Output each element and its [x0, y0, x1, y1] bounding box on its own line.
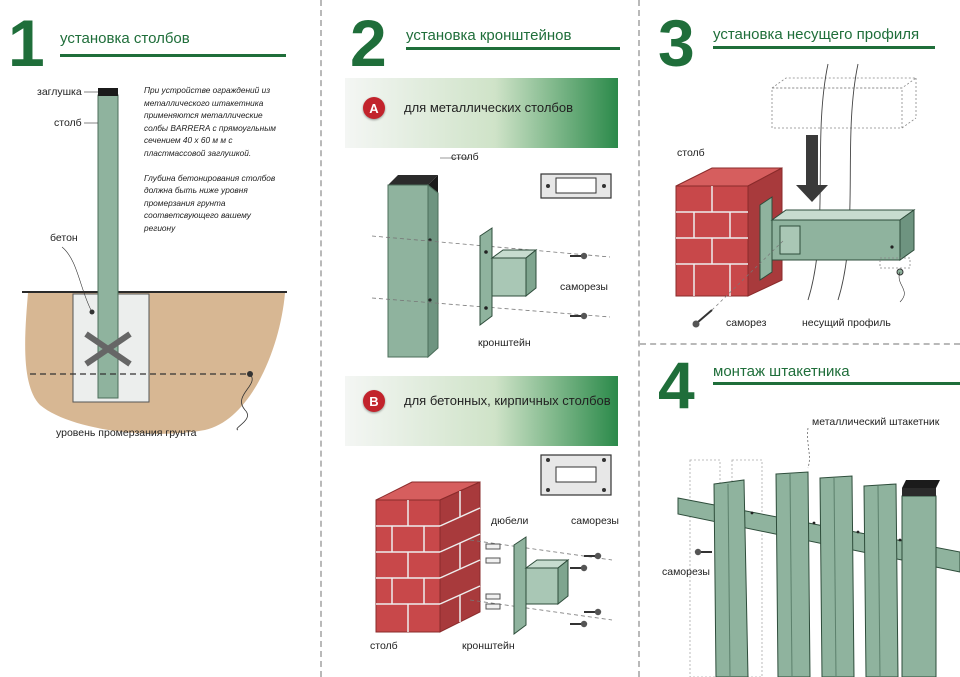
- badge-a: A: [363, 97, 385, 119]
- divider-2-3: [638, 0, 640, 677]
- bracket-a-topview: [540, 173, 612, 199]
- b-bracket-label: кронштейн: [462, 640, 515, 652]
- screw-b-1: [584, 552, 602, 560]
- section-1-rule: [60, 54, 286, 57]
- post-label: столб: [54, 117, 82, 129]
- s3-post-label: столб: [677, 147, 705, 159]
- section-3-number: 3: [658, 6, 695, 80]
- section-2-rule: [406, 47, 620, 50]
- section-4-title: монтаж штакетника: [713, 363, 850, 380]
- bracket-a: [479, 227, 538, 326]
- divider-3-4: [640, 343, 960, 345]
- metal-post-a: [387, 175, 439, 359]
- cap-label: заглушка: [37, 86, 82, 98]
- post-cap: [98, 88, 118, 96]
- band-b-title: для бетонных, кирпичных столбов: [404, 393, 611, 408]
- screw-b-3: [584, 608, 602, 616]
- b-screws-label: саморезы: [571, 515, 619, 527]
- s3-profile-label: несущий профиль: [802, 317, 891, 329]
- band-a: [345, 78, 618, 148]
- section-4-number: 4: [658, 348, 695, 422]
- section-2-number: 2: [350, 6, 387, 80]
- b-post-label: столб: [370, 640, 398, 652]
- screw-b-2: [570, 564, 588, 572]
- a-screws-label: саморезы: [560, 281, 608, 293]
- badge-b: B: [363, 390, 385, 412]
- concrete-label: бетон: [50, 232, 78, 244]
- note-paragraph-2: Глубина бетонирования столбов должна быт…: [144, 172, 276, 233]
- screw-a-2: [570, 312, 588, 320]
- dowel-b-2: [485, 557, 501, 564]
- section-1-illustration: [22, 88, 287, 434]
- dowel-b-3: [485, 603, 501, 610]
- dowel-b-1: [485, 543, 501, 550]
- fence-post-s4: [901, 480, 940, 677]
- brick-pillar-s3: [675, 167, 783, 297]
- band-a-title: для металлических столбов: [404, 100, 574, 115]
- screw-s4: [694, 548, 712, 556]
- brick-pillar-b: [375, 481, 481, 633]
- section-3-rule: [713, 46, 935, 49]
- section-4-rule: [713, 382, 960, 385]
- dowel-b-4: [485, 593, 501, 600]
- bracket-b: [513, 536, 570, 635]
- divider-1-2: [320, 0, 322, 677]
- section-1-title: установка столбов: [60, 30, 190, 47]
- s3-screw-label: саморез: [726, 317, 767, 329]
- s4-picket-label: металлический штакетник: [812, 416, 940, 428]
- screw-b-4: [570, 620, 588, 628]
- a-post-label: столб: [451, 151, 479, 163]
- picket-3: [819, 475, 855, 677]
- down-arrow: [796, 135, 828, 202]
- band-b: [345, 376, 618, 446]
- screw-s3: [692, 309, 713, 328]
- screw-a-1: [570, 252, 588, 260]
- section-1-number: 1: [8, 6, 45, 80]
- carrier-profile: [770, 209, 916, 261]
- s4-screws-label: саморезы: [662, 566, 710, 578]
- bracket-b-topview: [540, 454, 612, 496]
- section-3-title: установка несущего профиля: [713, 26, 920, 43]
- picket-4: [863, 483, 899, 677]
- section-2-title: установка кронштейнов: [406, 27, 572, 44]
- note-paragraph-1: При устройстве ограждений из металлическ…: [144, 85, 276, 158]
- b-dowels-label: дюбели: [491, 515, 529, 527]
- section-1-note: При устройстве ограждений из металлическ…: [144, 84, 284, 247]
- picket-1: [713, 479, 749, 677]
- picket-2: [775, 471, 811, 677]
- a-bracket-label: кронштейн: [478, 337, 531, 349]
- frost-level-label: уровень промерзания грунта: [56, 427, 197, 439]
